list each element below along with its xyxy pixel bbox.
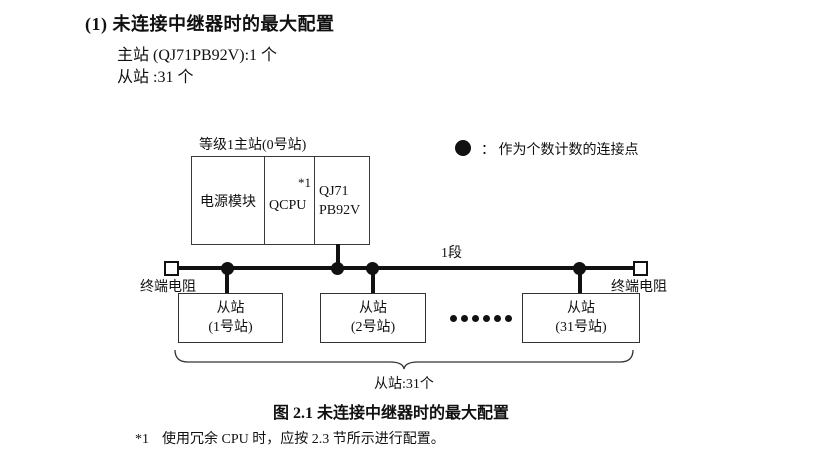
drop-line-slave2 (371, 269, 375, 294)
slave-count-line: 从站 :31 个 (117, 69, 194, 86)
terminator-label-right: 终端电阻 (611, 280, 667, 295)
pb92v-cell: QJ71 PB92V (315, 157, 369, 244)
bus-line (177, 266, 636, 270)
segment-label: 1段 (441, 246, 462, 261)
connection-dot (366, 262, 379, 275)
slave-label: 从站 (567, 301, 595, 316)
footnote-text: 使用冗余 CPU 时，应按 2.3 节所示进行配置。 (162, 432, 445, 447)
section-heading: (1) 未连接中继器时的最大配置 (85, 14, 335, 34)
terminator-label-left: 终端电阻 (140, 280, 196, 295)
slave-station-box-2: 从站 (2号站) (320, 293, 426, 343)
brace (174, 350, 634, 370)
slave-station-number: (1号站) (208, 320, 253, 335)
figure-caption: 图 2.1 未连接中继器时的最大配置 (272, 405, 509, 422)
pb92v-label-line2: PB92V (319, 202, 361, 218)
master-station-label: 等级1主站(0号站) (199, 138, 307, 153)
slave-station-box-31: 从站 (31号站) (522, 293, 640, 343)
qcpu-cell: *1 QCPU (265, 157, 315, 244)
master-count-line: 主站 (QJ71PB92V):1 个 (117, 47, 278, 64)
drop-line-slave31 (578, 269, 582, 294)
drop-line-master (336, 244, 340, 268)
slave-label: 从站 (359, 301, 387, 316)
brace-label: 从站:31个 (374, 377, 434, 392)
master-station-box: 电源模块 *1 QCPU QJ71 PB92V (191, 156, 370, 245)
footnote-ref: *1 (298, 175, 311, 190)
footnote-marker: *1 (135, 432, 149, 447)
connection-dot (221, 262, 234, 275)
terminator-square-left (164, 261, 179, 276)
legend-connection-dot-icon (455, 140, 471, 156)
pb92v-label-line1: QJ71 (319, 183, 349, 199)
footnote: *1 使用冗余 CPU 时，应按 2.3 节所示进行配置。 (135, 428, 445, 448)
slave-station-box-1: 从站 (1号站) (178, 293, 283, 343)
qcpu-label: QCPU (269, 197, 307, 213)
slave-station-number: (2号站) (350, 320, 396, 335)
legend-text: ： 作为个数计数的连接点 (481, 143, 639, 158)
power-module-cell: 电源模块 (192, 157, 265, 244)
connection-dot (573, 262, 586, 275)
slave-station-number: (31号站) (555, 320, 607, 335)
drop-line-slave1 (225, 269, 229, 294)
ellipsis-dots (450, 315, 512, 322)
connection-dot (331, 262, 344, 275)
terminator-square-right (633, 261, 648, 276)
slave-label: 从站 (216, 301, 245, 316)
